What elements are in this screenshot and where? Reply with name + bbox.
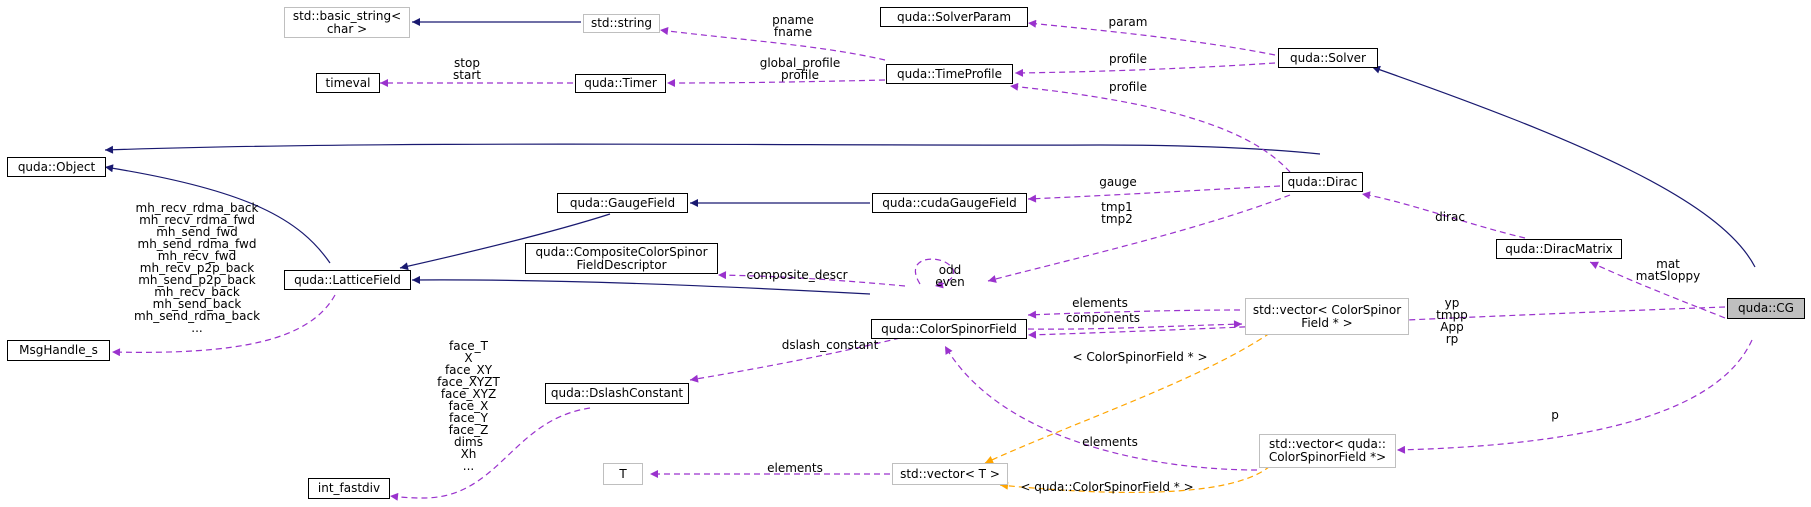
edge-lattice-field-to-msg-handle [111, 294, 336, 357]
node-quda-dslash-constant[interactable]: quda::DslashConstant [545, 383, 689, 404]
edge-time-profile-to-timer [666, 78, 886, 87]
edge-gauge-field-to-lattice-field [399, 213, 611, 271]
node-quda-dirac[interactable]: quda::Dirac [1282, 172, 1363, 192]
node-quda-time-profile[interactable]: quda::TimeProfile [886, 64, 1013, 84]
edge-csf-to-dslash-constant [689, 337, 901, 383]
edge-dirac-matrix-to-dirac [1361, 191, 1526, 239]
edge-label-gauge: gauge [1099, 175, 1137, 189]
edge-csf-to-composite-descr [717, 271, 906, 287]
node-quda-cuda-gauge-field[interactable]: quda::cudaGaugeField [872, 193, 1027, 213]
edge-label-elements-t: elements [767, 461, 823, 475]
node-t[interactable]: T [603, 463, 643, 485]
edge-label-elements-vec: elements [1072, 296, 1128, 310]
edge-label-profile-dirac: profile [1109, 80, 1147, 94]
edge-label-template-quda-csf: < quda::ColorSpinorField * > [1020, 480, 1194, 494]
edge-label-p: p [1551, 408, 1559, 422]
edge-time-profile-to-std-string [659, 27, 886, 61]
edge-label-global-profile: global_profile profile [759, 56, 841, 82]
edge-label-profile-solver: profile [1109, 52, 1147, 66]
edge-label-param: param [1108, 15, 1148, 29]
node-quda-solver[interactable]: quda::Solver [1278, 48, 1378, 68]
node-quda-solver-param[interactable]: quda::SolverParam [880, 7, 1028, 27]
edge-dirac-to-cuda-gauge-field [1027, 185, 1281, 203]
edge-dirac-to-time-profile [1009, 82, 1291, 173]
edge-vector-quda-csf-to-vector-t [999, 465, 1271, 494]
edge-vector-quda-csf-to-csf [944, 345, 1258, 471]
node-quda-gauge-field[interactable]: quda::GaugeField [557, 193, 688, 213]
node-quda-timer[interactable]: quda::Timer [575, 74, 666, 93]
node-msg-handle[interactable]: MsgHandle_s [7, 340, 110, 361]
node-quda-lattice-field[interactable]: quda::LatticeField [284, 270, 411, 290]
edge-label-mat: mat matSloppy [1635, 257, 1701, 283]
node-std-basic-string[interactable]: std::basic_string< char > [284, 7, 410, 38]
edge-csf-to-lattice-field [411, 275, 871, 295]
edge-label-template-csf: < ColorSpinorField * > [1072, 350, 1208, 364]
node-quda-composite-descriptor[interactable]: quda::CompositeColorSpinor FieldDescript… [525, 243, 718, 274]
edge-label-face-members: face_T X face_XY face_XYZT face_XYZ face… [437, 339, 500, 473]
edge-solver-to-solver-param [1027, 19, 1276, 56]
edge-csf-self [914, 258, 955, 289]
node-quda-dirac-matrix[interactable]: quda::DiracMatrix [1496, 239, 1622, 259]
edge-label-odd-even: odd even [935, 263, 965, 289]
edge-cg-to-solver [1371, 65, 1756, 268]
node-std-vector-color-spinor-field-ptr[interactable]: std::vector< ColorSpinor Field * > [1245, 298, 1409, 335]
node-std-vector-quda-color-spinor-field[interactable]: std::vector< quda:: ColorSpinorField *> [1259, 434, 1396, 468]
node-std-vector-t[interactable]: std::vector< T > [892, 463, 1008, 485]
edge-dirac-to-object [104, 143, 1321, 155]
edge-label-composite-descr: composite_descr [746, 268, 848, 282]
edge-lattice-field-to-object [104, 164, 331, 264]
edge-label-pname-fname: pname fname [772, 13, 814, 39]
edge-cg-to-dirac-matrix [1589, 261, 1726, 319]
edge-label-components: components [1065, 311, 1141, 325]
edge-label-dirac: dirac [1435, 210, 1465, 224]
node-quda-cg[interactable]: quda::CG [1727, 298, 1805, 319]
edge-label-dslash-constant: dslash_constant [781, 338, 879, 352]
node-quda-color-spinor-field[interactable]: quda::ColorSpinorField [871, 319, 1027, 339]
edge-cg-to-vector-quda-csf [1396, 339, 1753, 454]
edge-label-cg-fields: yp tmpp App rp [1436, 296, 1468, 346]
node-int-fastdiv[interactable]: int_fastdiv [308, 478, 390, 499]
edge-vector-csf-to-csf [1027, 309, 1241, 319]
edge-vector-csf-to-vector-t [984, 332, 1271, 464]
node-timeval[interactable]: timeval [316, 73, 380, 93]
edge-label-stop-start: stop start [453, 56, 481, 82]
edge-label-elements-csf: elements [1082, 435, 1138, 449]
edge-dslash-constant-to-int-fastdiv [389, 407, 591, 501]
edge-label-tmp: tmp1 tmp2 [1101, 200, 1133, 226]
edge-label-msg-members: mh_recv_rdma_back mh_recv_rdma_fwd mh_se… [133, 201, 261, 335]
edge-dirac-to-csf [987, 194, 1291, 283]
node-std-string[interactable]: std::string [583, 14, 660, 33]
node-quda-object[interactable]: quda::Object [7, 157, 106, 177]
